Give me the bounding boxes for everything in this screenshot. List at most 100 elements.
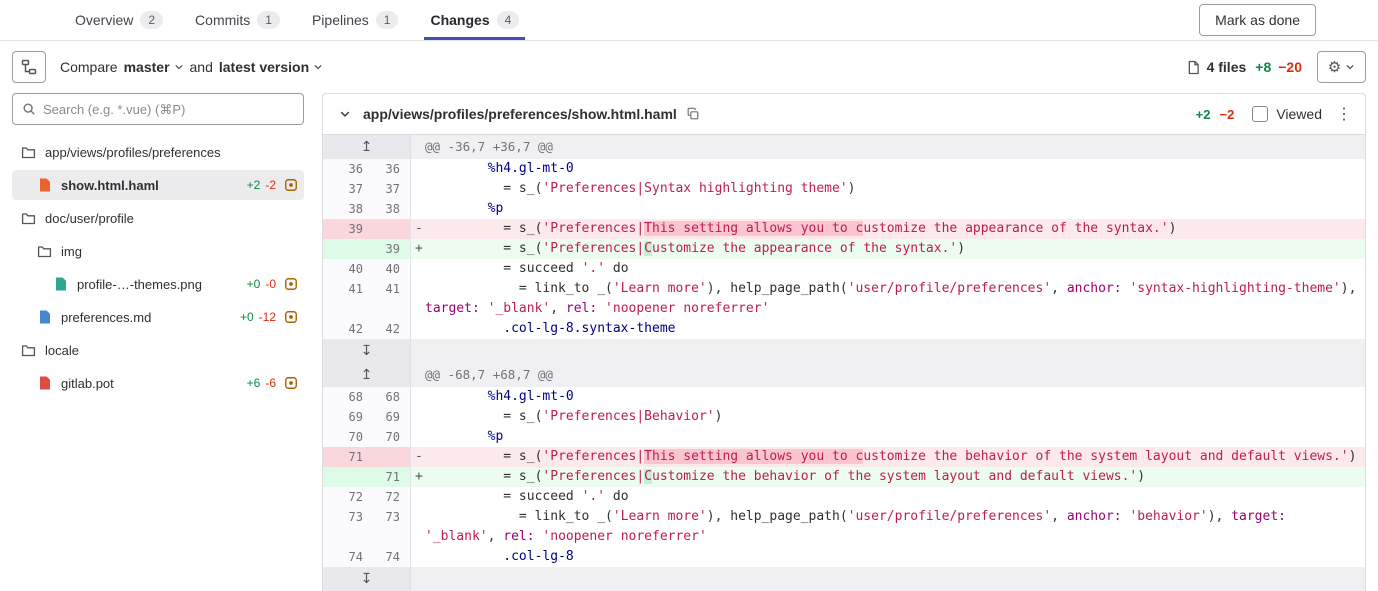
old-line-number[interactable]: 69 <box>323 407 373 427</box>
viewed-control: Viewed <box>1252 106 1322 122</box>
diff-file-path: app/views/profiles/preferences/show.html… <box>363 106 677 122</box>
old-line-number[interactable]: 41 <box>323 279 373 319</box>
hunk-header: @@ -36,7 +36,7 @@ <box>411 135 1365 159</box>
old-line-number[interactable]: 40 <box>323 259 373 279</box>
new-line-number[interactable]: 74 <box>373 547 411 567</box>
tab-label: Changes <box>430 12 489 28</box>
viewed-checkbox[interactable] <box>1252 106 1268 122</box>
diff-line: 7373 = link_to _('Learn more'), help_pag… <box>323 507 1365 547</box>
new-line-number[interactable]: 68 <box>373 387 411 407</box>
new-line-number[interactable]: 42 <box>373 319 411 339</box>
tree-file-preferences.md[interactable]: preferences.md+0-12 <box>12 302 304 332</box>
new-line-number[interactable]: 39 <box>373 239 411 259</box>
file-search-input[interactable] <box>12 93 304 125</box>
diff-line: 7070 %p <box>323 427 1365 447</box>
diff-line-content: + = s_('Preferences|Customize the behavi… <box>411 467 1365 487</box>
old-line-number[interactable]: 73 <box>323 507 373 547</box>
new-line-number[interactable]: 37 <box>373 179 411 199</box>
old-line-number[interactable]: 36 <box>323 159 373 179</box>
new-line-number[interactable]: 38 <box>373 199 411 219</box>
file-modified-icon <box>284 277 298 291</box>
diff-line-content: %h4.gl-mt-0 <box>411 159 1365 179</box>
tab-count-badge: 1 <box>257 11 280 29</box>
file-options-button[interactable]: ⋮ <box>1335 104 1353 124</box>
tree-folder-app/views/profiles/preferences[interactable]: app/views/profiles/preferences <box>12 137 304 167</box>
file-tree: app/views/profiles/preferencesshow.html.… <box>12 137 304 398</box>
diff-line: 3737 = s_('Preferences|Syntax highlighti… <box>323 179 1365 199</box>
md-file-icon <box>36 310 53 324</box>
old-line-number[interactable]: 42 <box>323 319 373 339</box>
tab-count-badge: 4 <box>497 11 520 29</box>
diff-line-content: = succeed '.' do <box>411 487 1365 507</box>
diff-line-sign: + <box>415 239 423 259</box>
and-label: and <box>190 59 213 75</box>
new-line-number[interactable] <box>373 219 411 239</box>
tree-file-profile-…-themes.png[interactable]: profile-…-themes.png+0-0 <box>12 269 304 299</box>
new-line-number[interactable]: 72 <box>373 487 411 507</box>
file-tree-toggle-button[interactable] <box>12 51 46 83</box>
diff-line: 7474 .col-lg-8 <box>323 547 1365 567</box>
tab-label: Pipelines <box>312 12 369 28</box>
hunk-header <box>411 567 1365 591</box>
old-line-number[interactable] <box>323 467 373 487</box>
new-line-number[interactable]: 69 <box>373 407 411 427</box>
old-line-number[interactable]: 71 <box>323 447 373 467</box>
mark-as-done-button[interactable]: Mark as done <box>1199 4 1316 36</box>
tree-folder-img[interactable]: img <box>12 236 304 266</box>
old-line-number[interactable]: 37 <box>323 179 373 199</box>
expand-up-button[interactable]: ↥ <box>323 135 411 159</box>
expand-down-icon: ↧ <box>361 572 373 586</box>
expand-up-button[interactable]: ↥ <box>323 363 411 387</box>
new-line-number[interactable]: 73 <box>373 507 411 547</box>
old-line-number[interactable]: 68 <box>323 387 373 407</box>
collapse-file-button[interactable] <box>336 108 354 120</box>
tree-folder-locale[interactable]: locale <box>12 335 304 365</box>
diff-line: 6969 = s_('Preferences|Behavior') <box>323 407 1365 427</box>
old-line-number[interactable]: 72 <box>323 487 373 507</box>
tree-file-show.html.haml[interactable]: show.html.haml+2-2 <box>12 170 304 200</box>
tree-file-gitlab.pot[interactable]: gitlab.pot+6-6 <box>12 368 304 398</box>
target-version-dropdown[interactable]: latest version <box>219 59 323 75</box>
tree-folder-doc/user/profile[interactable]: doc/user/profile <box>12 203 304 233</box>
tab-commits[interactable]: Commits 1 <box>195 0 280 40</box>
old-line-number[interactable]: 70 <box>323 427 373 447</box>
copy-path-button[interactable] <box>686 107 700 121</box>
file-modified-icon <box>284 376 298 390</box>
diff-line: 4141 = link_to _('Learn more'), help_pag… <box>323 279 1365 319</box>
diff-file-header: app/views/profiles/preferences/show.html… <box>323 94 1365 135</box>
expand-row: ↧ <box>323 567 1365 591</box>
tree-item-name: img <box>61 244 82 259</box>
haml-file-icon <box>36 178 53 192</box>
old-line-number[interactable]: 39 <box>323 219 373 239</box>
diff-line-content: = s_('Preferences|Syntax highlighting th… <box>411 179 1365 199</box>
tab-label: Commits <box>195 12 250 28</box>
search-icon <box>22 102 36 116</box>
diff-settings-button[interactable]: ⚙ <box>1317 51 1366 83</box>
tab-overview[interactable]: Overview2 <box>75 0 163 40</box>
tree-item-name: gitlab.pot <box>61 376 114 391</box>
tab-pipelines[interactable]: Pipelines1 <box>312 0 399 40</box>
expand-down-button[interactable]: ↧ <box>323 567 411 591</box>
old-line-number[interactable] <box>323 239 373 259</box>
old-line-number[interactable]: 74 <box>323 547 373 567</box>
diff-line: 71- = s_('Preferences|This setting allow… <box>323 447 1365 467</box>
source-branch-dropdown[interactable]: master <box>124 59 184 75</box>
expand-down-button[interactable]: ↧ <box>323 339 411 363</box>
new-line-number[interactable]: 41 <box>373 279 411 319</box>
new-line-number[interactable]: 36 <box>373 159 411 179</box>
hunk-header: @@ -68,7 +68,7 @@ <box>411 363 1365 387</box>
diff-line-sign: - <box>415 219 423 239</box>
new-line-number[interactable]: 71 <box>373 467 411 487</box>
hunk-row: ↥ @@ -68,7 +68,7 @@ <box>323 363 1365 387</box>
compare-toolbar: Compare master and latest version 4 file… <box>12 51 1366 83</box>
tab-changes[interactable]: Changes 4 <box>430 0 519 40</box>
file-change-stats: +2-2 <box>247 178 276 192</box>
old-line-number[interactable]: 38 <box>323 199 373 219</box>
new-line-number[interactable]: 70 <box>373 427 411 447</box>
file-modified-icon <box>284 310 298 324</box>
tabs: Overview2 Commits 1 Pipelines1 Changes 4 <box>75 0 551 40</box>
new-line-number[interactable] <box>373 447 411 467</box>
expand-up-icon: ↥ <box>361 368 373 382</box>
new-line-number[interactable]: 40 <box>373 259 411 279</box>
tab-label: Overview <box>75 12 133 28</box>
